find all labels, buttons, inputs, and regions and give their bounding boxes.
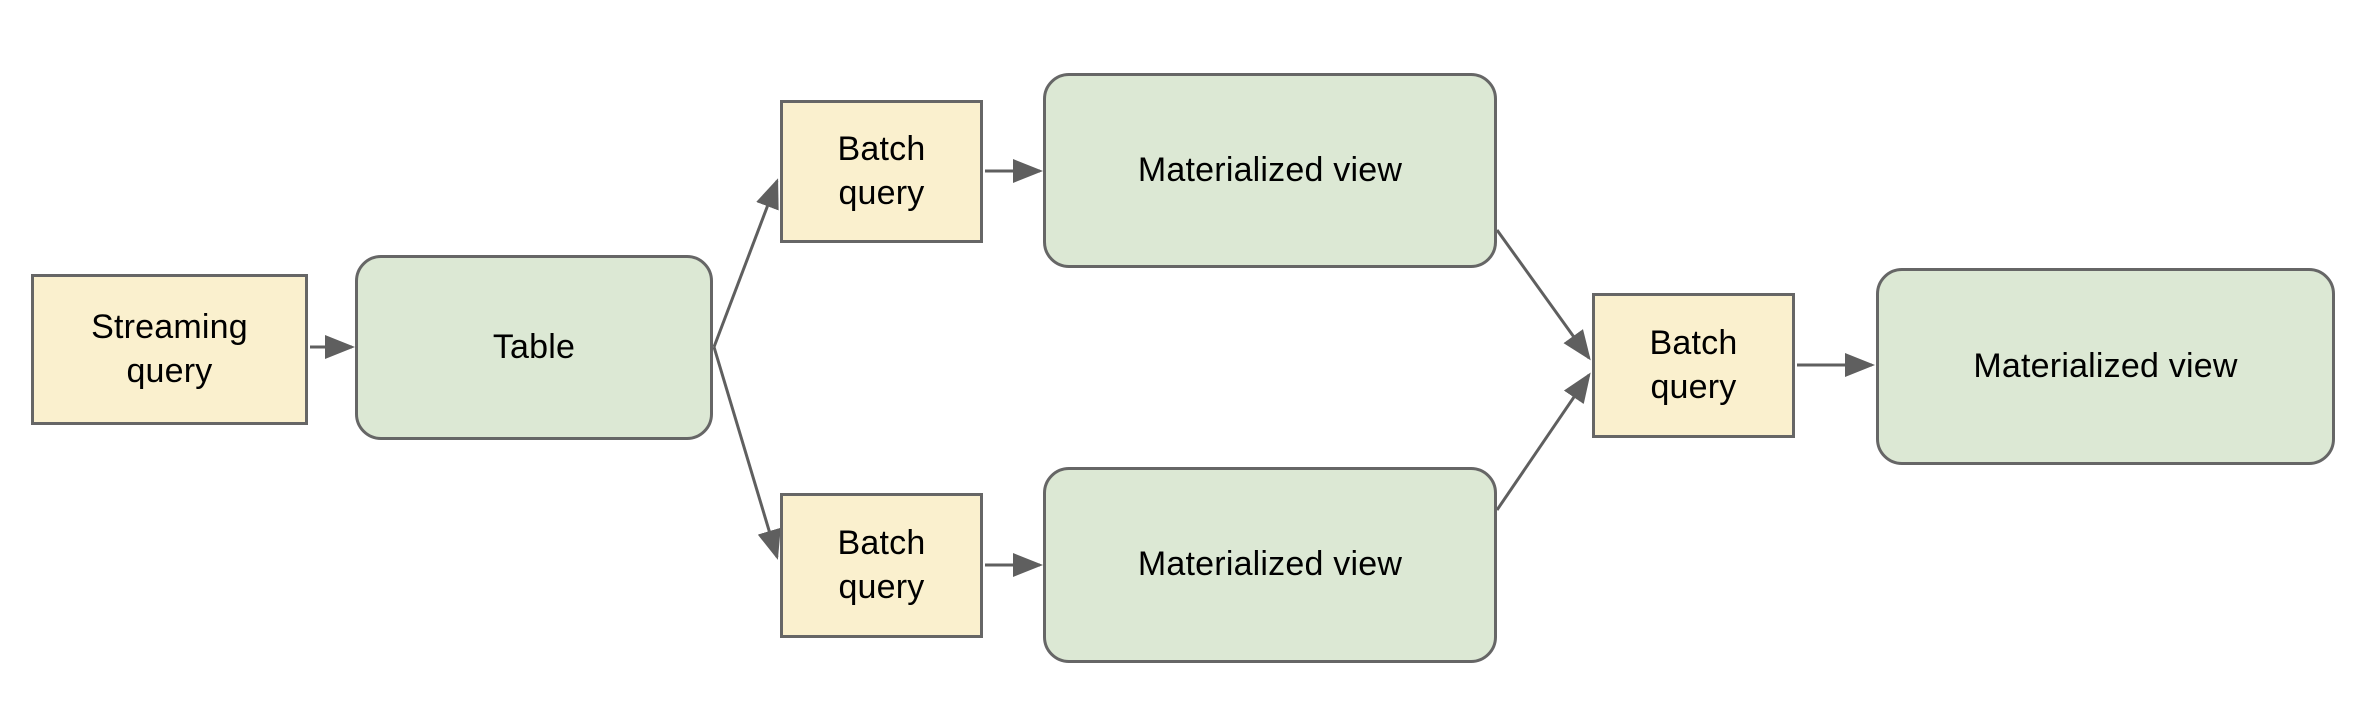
node-label-streaming-query: Streaming query bbox=[91, 307, 248, 390]
node-label-materialized-view-bottom: Materialized view bbox=[1137, 545, 1403, 584]
node-batch-query-merge[interactable]: Batch query bbox=[1592, 293, 1795, 438]
edge-table-to-batch-query-top bbox=[712, 178, 779, 348]
node-table[interactable]: Table bbox=[355, 255, 713, 440]
node-batch-query-top[interactable]: Batch query bbox=[780, 100, 983, 243]
edge-group bbox=[310, 159, 1875, 577]
node-label-table: Table bbox=[492, 327, 576, 366]
edge-materialized-view-bottom-to-batch-query-merge bbox=[1495, 372, 1591, 511]
node-streaming-query[interactable]: Streaming query bbox=[31, 274, 308, 425]
node-batch-query-bottom[interactable]: Batch query bbox=[780, 493, 983, 638]
node-label-batch-query-top: Batch query bbox=[837, 129, 926, 212]
node-materialized-view-final[interactable]: Materialized view bbox=[1876, 268, 2335, 465]
node-label-batch-query-merge: Batch query bbox=[1649, 323, 1738, 406]
edge-table-to-batch-query-bottom bbox=[712, 346, 781, 560]
edge-materialized-view-top-to-batch-query-merge bbox=[1495, 229, 1591, 361]
node-materialized-view-top[interactable]: Materialized view bbox=[1043, 73, 1497, 268]
node-label-batch-query-bottom: Batch query bbox=[837, 523, 926, 606]
node-label-materialized-view-top: Materialized view bbox=[1137, 150, 1403, 189]
node-materialized-view-bottom[interactable]: Materialized view bbox=[1043, 467, 1497, 663]
node-label-materialized-view-final: Materialized view bbox=[1973, 346, 2238, 385]
